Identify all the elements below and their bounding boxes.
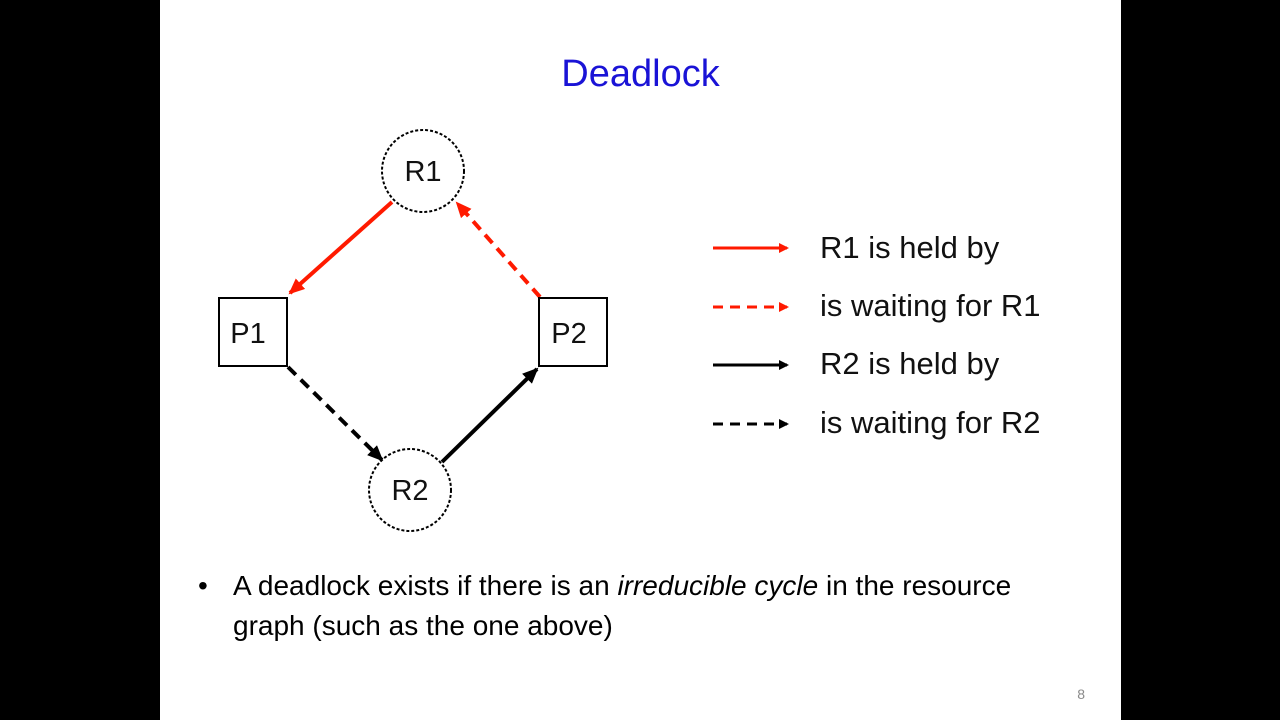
- legend-item-held-r1: R1 is held by: [713, 230, 1000, 265]
- bullet-text-post: in the resource graph (such as the one a…: [233, 570, 1012, 641]
- legend-label-waiting-r1: is waiting for R1: [820, 288, 1041, 323]
- bullet-text-emphasis: irreducible cycle: [617, 570, 819, 601]
- process-node-p2: P2: [538, 297, 608, 367]
- edge-r2-to-p2: [440, 367, 539, 464]
- legend-label-held-r1: R1 is held by: [820, 230, 1000, 265]
- resource-node-r2: R2: [368, 448, 452, 532]
- bullet-text: A deadlock exists if there is an irreduc…: [233, 566, 1078, 646]
- legend-label-waiting-r2: is waiting for R2: [820, 405, 1041, 440]
- edge-p2-to-r1: [455, 201, 542, 299]
- bullet-point: • A deadlock exists if there is an irred…: [198, 566, 1078, 646]
- node-label-r2: R2: [391, 475, 428, 507]
- legend-label-held-r2: R2 is held by: [820, 346, 1000, 381]
- bullet-text-pre: A deadlock exists if there is an: [233, 570, 618, 601]
- slide: Deadlock R1 R2: [160, 0, 1121, 720]
- resource-allocation-graph: R1 R2 P1 P2 R1 is held by is waiting for…: [218, 129, 1041, 532]
- legend: R1 is held by is waiting for R1 R2 is he…: [713, 230, 1041, 440]
- resource-node-r1: R1: [381, 129, 465, 213]
- slide-title: Deadlock: [561, 53, 720, 95]
- node-label-p1: P1: [230, 318, 265, 350]
- node-label-r1: R1: [404, 156, 441, 188]
- process-node-p1: P1: [218, 297, 288, 367]
- legend-item-held-r2: R2 is held by: [713, 346, 1000, 381]
- node-label-p2: P2: [551, 318, 586, 350]
- legend-item-waiting-r2: is waiting for R2: [713, 405, 1041, 440]
- page-number: 8: [1077, 686, 1085, 702]
- edge-r1-to-p1: [288, 200, 394, 295]
- legend-item-waiting-r1: is waiting for R1: [713, 288, 1041, 323]
- edge-p1-to-r2: [286, 365, 384, 462]
- bullet-marker: •: [198, 570, 208, 601]
